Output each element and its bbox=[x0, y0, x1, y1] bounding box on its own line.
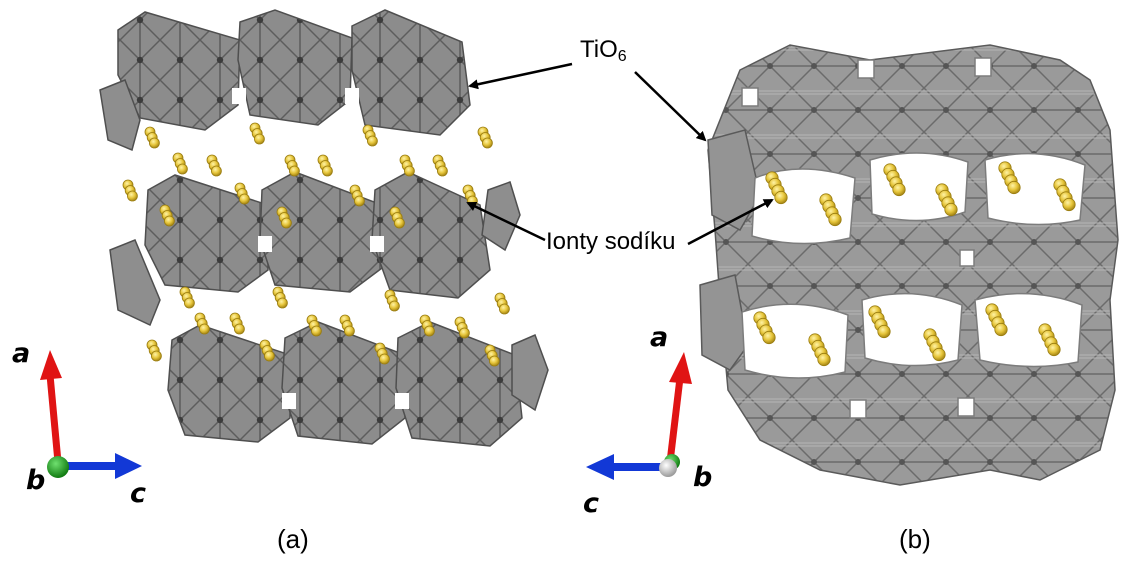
axis-c-label-panel-a: c bbox=[130, 478, 147, 509]
tio6-octahedra-layer bbox=[109, 171, 521, 327]
sodium-ion bbox=[1062, 197, 1076, 212]
sodium-ion bbox=[481, 137, 493, 149]
sodium-ions bbox=[122, 122, 510, 367]
tio6-label: TiO6 bbox=[580, 36, 627, 65]
tio6-arrow-to-panel-b bbox=[634, 71, 707, 142]
sodium-ion bbox=[762, 330, 776, 345]
sodium-ion bbox=[321, 165, 333, 177]
sodium-ion bbox=[163, 215, 175, 227]
sodium-ion bbox=[458, 327, 470, 339]
sodium-ion bbox=[1047, 342, 1061, 357]
axes-triad-panel-b bbox=[586, 352, 692, 480]
sodium-ion bbox=[310, 325, 322, 337]
sodium-ion bbox=[126, 190, 138, 202]
sodium-ion bbox=[1007, 180, 1021, 195]
sodium-ion bbox=[393, 217, 405, 229]
annotation-arrows bbox=[466, 62, 774, 246]
axes-triad-panel-a bbox=[40, 350, 142, 479]
panel-b-caption: (b) bbox=[899, 524, 931, 554]
axis-b-label-panel-b: b bbox=[693, 462, 713, 493]
tio6-octahedra-layer bbox=[99, 9, 471, 152]
sodium-ion bbox=[932, 347, 946, 362]
sodium-ion bbox=[828, 212, 842, 227]
sodium-ion bbox=[276, 297, 288, 309]
sodium-ion bbox=[343, 325, 355, 337]
sodium-ion bbox=[148, 137, 160, 149]
sodium-arrow-to-panel-b bbox=[687, 198, 774, 246]
sodium-ion bbox=[388, 300, 400, 312]
sodium-ion bbox=[877, 324, 891, 339]
sodium-ion bbox=[817, 352, 831, 367]
axis-c-label-panel-b: c bbox=[583, 488, 600, 519]
sodium-ion bbox=[253, 133, 265, 145]
axis-a-label-panel-a: a bbox=[12, 338, 31, 369]
sodium-ions-label: Ionty sodíku bbox=[546, 228, 676, 255]
sodium-ion bbox=[892, 182, 906, 197]
sodium-ion bbox=[263, 350, 275, 362]
sodium-ion bbox=[488, 355, 500, 367]
tio6-arrow-to-panel-a bbox=[468, 62, 573, 90]
sodium-ion bbox=[944, 202, 958, 217]
sodium-ion bbox=[353, 195, 365, 207]
sodium-ion bbox=[436, 165, 448, 177]
sodium-ion bbox=[774, 190, 788, 205]
sodium-ion bbox=[280, 217, 292, 229]
sodium-ion bbox=[198, 323, 210, 335]
sodium-arrow-to-panel-a bbox=[466, 201, 546, 242]
panel-a-structure bbox=[99, 9, 549, 447]
sodium-ion bbox=[288, 165, 300, 177]
sodium-ion bbox=[403, 165, 415, 177]
sodium-ion bbox=[176, 163, 188, 175]
tio6-octahedra-layer bbox=[167, 321, 549, 447]
sodium-ion bbox=[423, 325, 435, 337]
sodium-ion bbox=[183, 297, 195, 309]
panel-a-caption: (a) bbox=[277, 524, 309, 554]
sodium-ion bbox=[210, 165, 222, 177]
sodium-ion bbox=[498, 303, 510, 315]
panel-b-structure bbox=[699, 44, 1119, 486]
sodium-ion bbox=[238, 193, 250, 205]
sodium-ion bbox=[150, 350, 162, 362]
sodium-ion bbox=[366, 135, 378, 147]
axis-b-label-panel-a: b bbox=[26, 465, 46, 496]
sodium-ion bbox=[994, 322, 1008, 337]
axis-a-label-panel-b: a bbox=[650, 322, 669, 353]
sodium-ion bbox=[378, 353, 390, 365]
sodium-ion bbox=[233, 323, 245, 335]
tio6-octahedra-layer bbox=[699, 44, 1119, 486]
sodium-ions bbox=[753, 161, 1076, 367]
